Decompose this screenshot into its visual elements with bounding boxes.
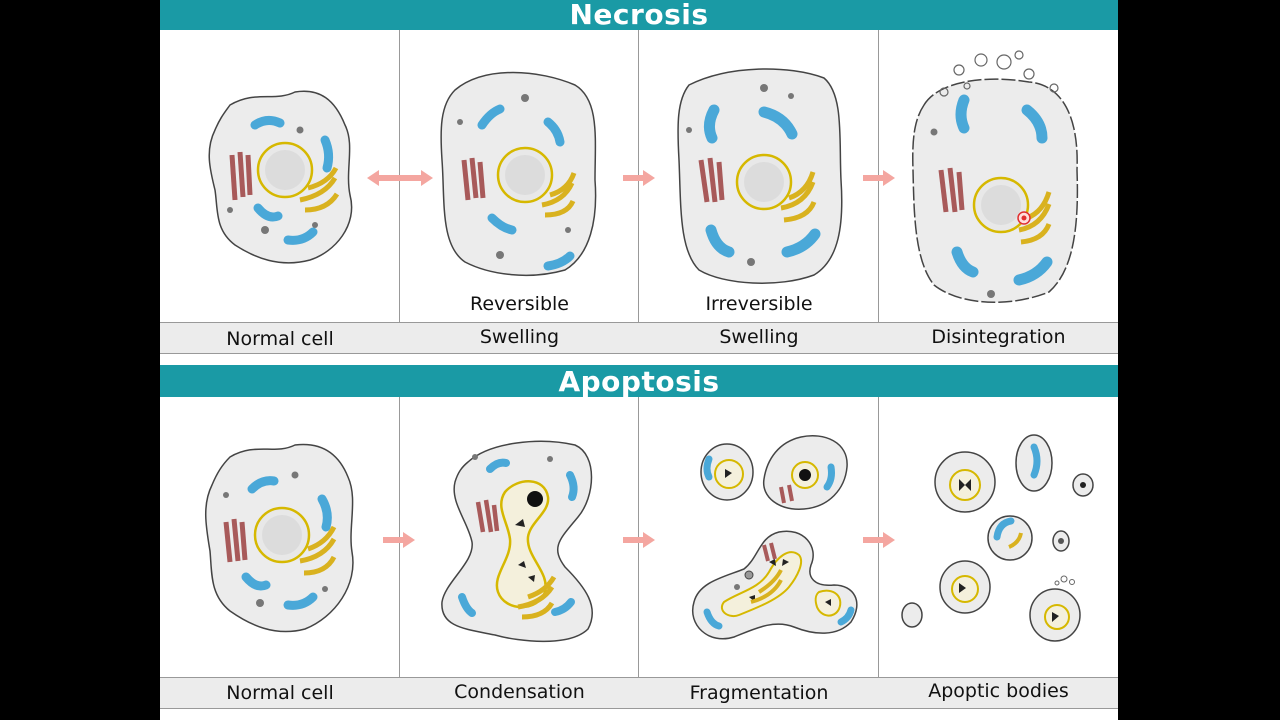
arrow-right-2: [861, 168, 897, 192]
necrosis-panel-disintegration: [879, 30, 1118, 322]
caption-apoptic-bodies: Apoptic bodies: [928, 680, 1069, 702]
apoptosis-panel-fragmentation: [639, 397, 879, 677]
caption-fragmentation: Fragmentation: [689, 682, 829, 704]
necrosis-caption-bar: [160, 322, 1118, 354]
necrosis-reversible-cell: [440, 71, 597, 277]
caption-irreversible-swelling: Swelling: [719, 326, 799, 348]
apoptosis-condensation-cell: [441, 440, 593, 643]
caption-apoptosis-normal: Normal cell: [226, 682, 334, 704]
caption-condensation: Condensation: [454, 681, 585, 703]
arrow-bidirectional: [365, 168, 435, 192]
arrow-right-1: [621, 168, 657, 192]
necrosis-panel-normal: [160, 30, 400, 322]
caption-necrosis-normal: Normal cell: [226, 328, 334, 350]
caption-disintegration: Disintegration: [931, 326, 1066, 348]
apoptosis-normal-cell: [204, 443, 354, 633]
apoptosis-caption-bar: [160, 677, 1118, 709]
apoptosis-panel-normal: [160, 397, 400, 677]
reversible-label: Reversible: [470, 293, 569, 315]
caption-reversible-swelling: Swelling: [479, 326, 560, 348]
apoptosis-panel-bodies: [879, 397, 1118, 677]
necrosis-title: Necrosis: [569, 0, 709, 31]
necrosis-banner: Necrosis: [160, 0, 1118, 30]
necrosis-normal-cell: [208, 90, 353, 264]
diagram-canvas: Necrosis: [160, 0, 1118, 720]
necrosis-panel-irreversible: Irreversible: [639, 30, 879, 322]
necrosis-irreversible-cell: [677, 68, 843, 284]
arrow-right-3: [381, 530, 417, 554]
apoptosis-fragmentation-cells: [691, 435, 858, 640]
arrow-right-5: [861, 530, 897, 554]
arrow-right-4: [621, 530, 657, 554]
necrosis-panel-reversible: Reversible: [400, 30, 639, 322]
apoptosis-panel-condensation: [400, 397, 639, 677]
apoptotic-bodies: [901, 434, 1094, 642]
irreversible-label: Irreversible: [705, 293, 813, 315]
apoptosis-banner: Apoptosis: [160, 365, 1118, 398]
apoptosis-title: Apoptosis: [558, 365, 720, 398]
necrosis-disintegration-cell: [912, 50, 1079, 303]
